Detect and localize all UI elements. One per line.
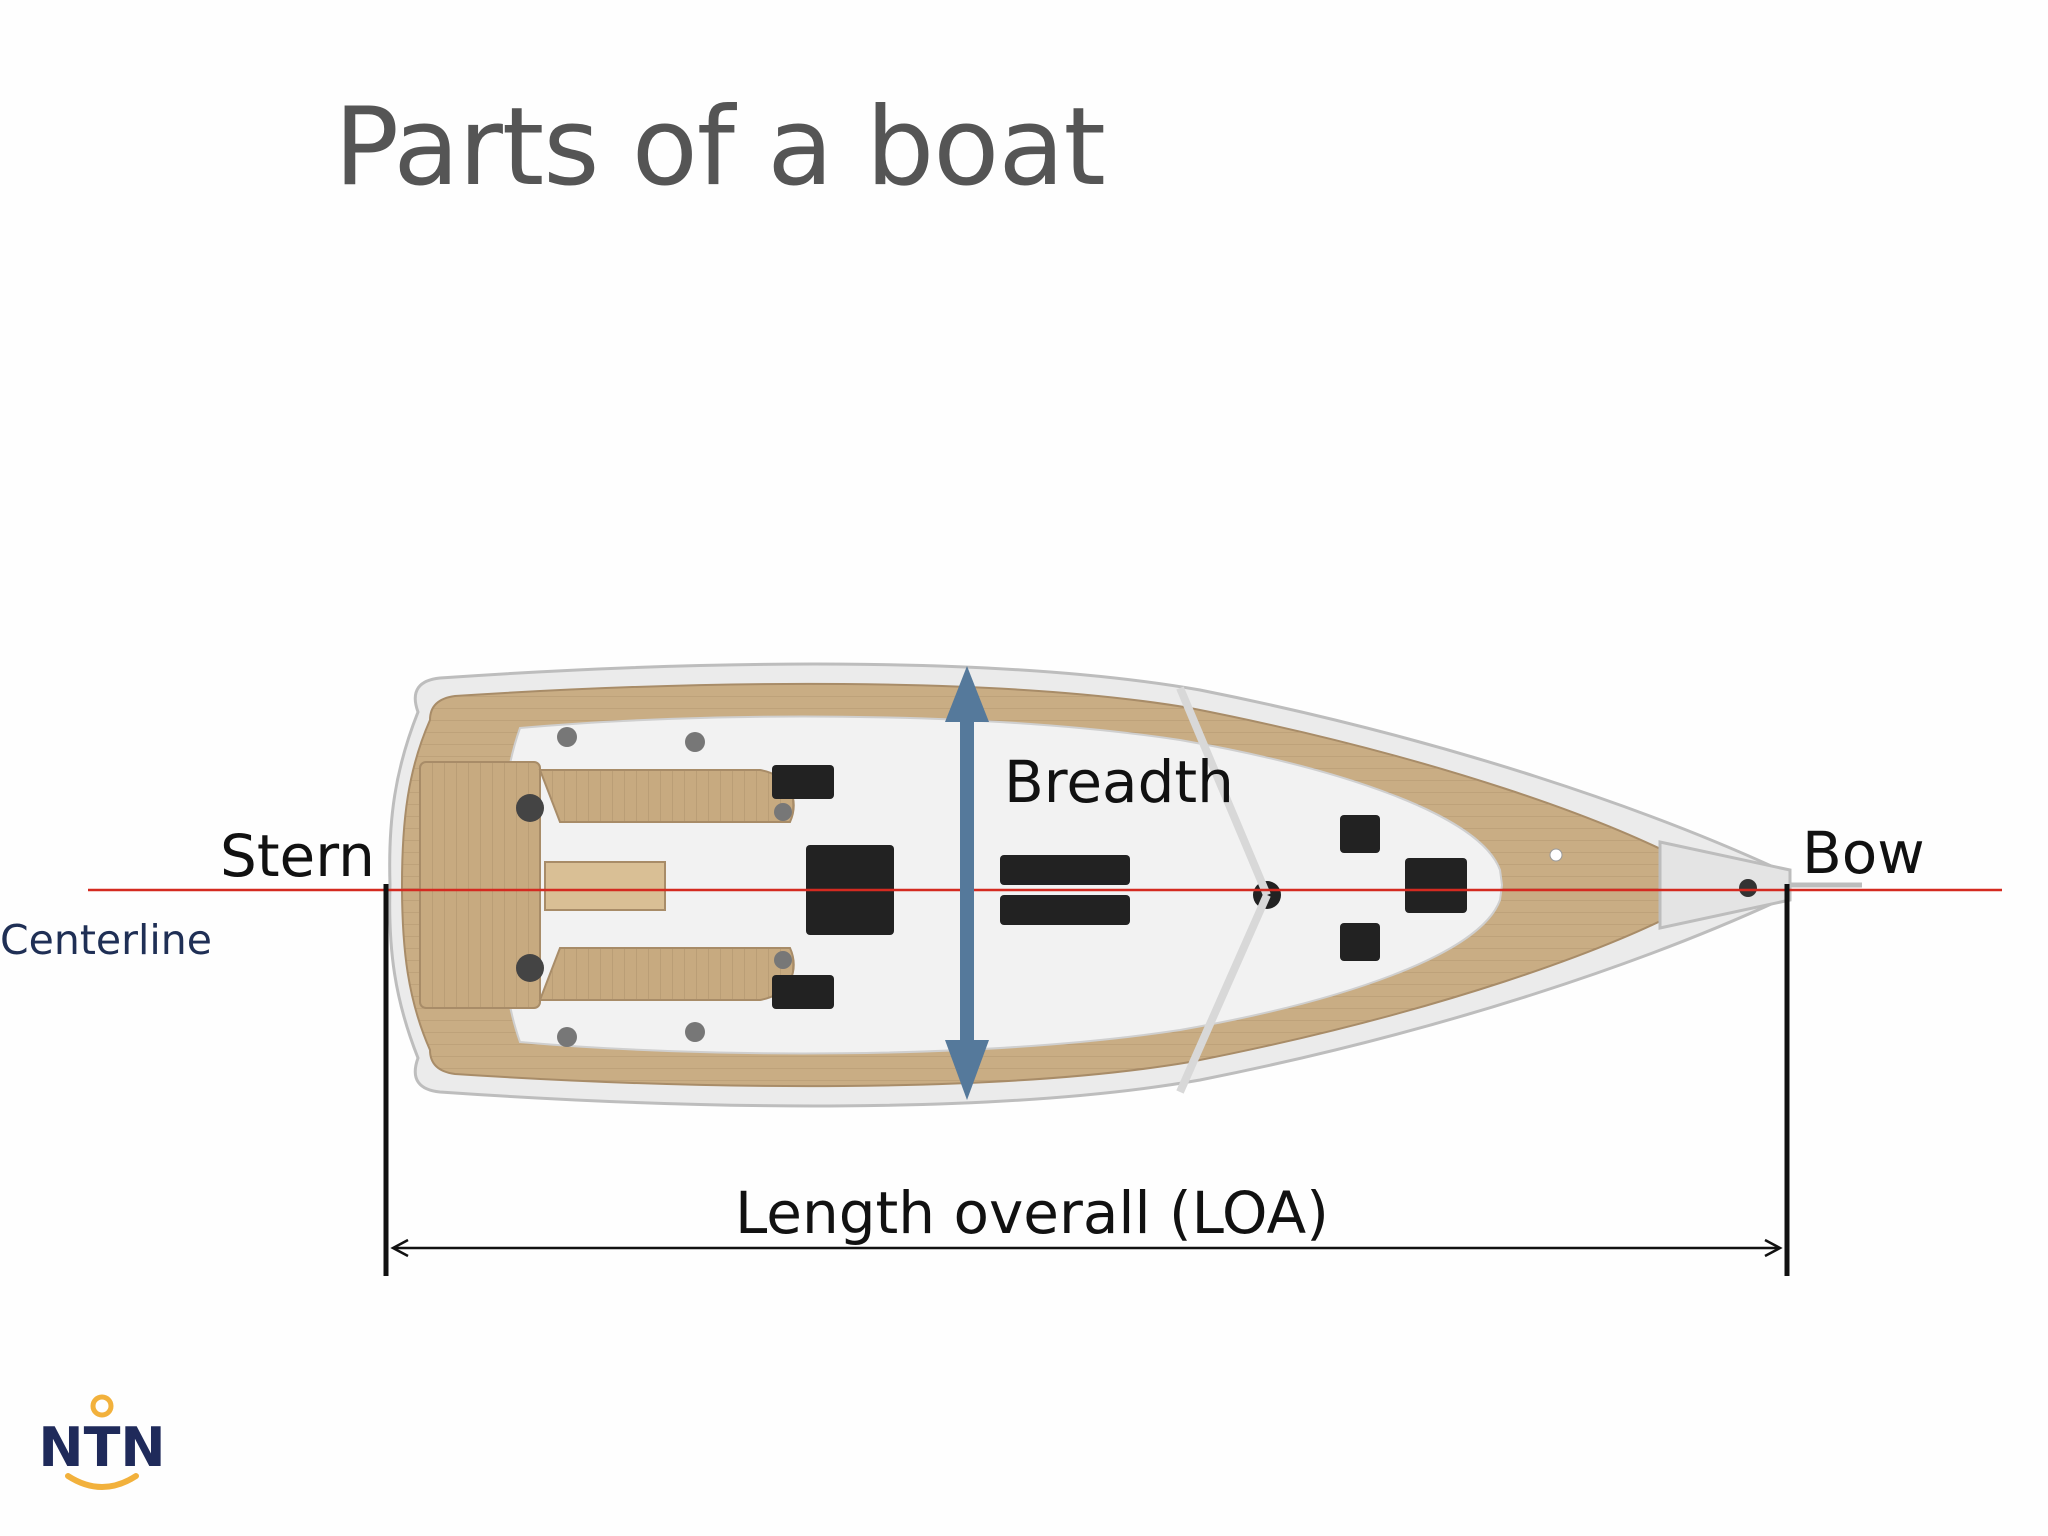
centerline-label: Centerline [0, 916, 212, 964]
breadth-arrow [945, 666, 989, 1100]
svg-text:NTN: NTN [40, 1416, 166, 1479]
slide-title: Parts of a boat [334, 85, 1106, 210]
boat-hull [388, 662, 1862, 1108]
breadth-label: Breadth [1004, 748, 1234, 816]
loa-label: Length overall (LOA) [735, 1179, 1329, 1247]
ntn-logo: NTN [40, 1394, 166, 1490]
bow-label: Bow [1802, 819, 1925, 887]
loa-dimension [383, 884, 1790, 1276]
stern-label: Stern [220, 822, 375, 890]
